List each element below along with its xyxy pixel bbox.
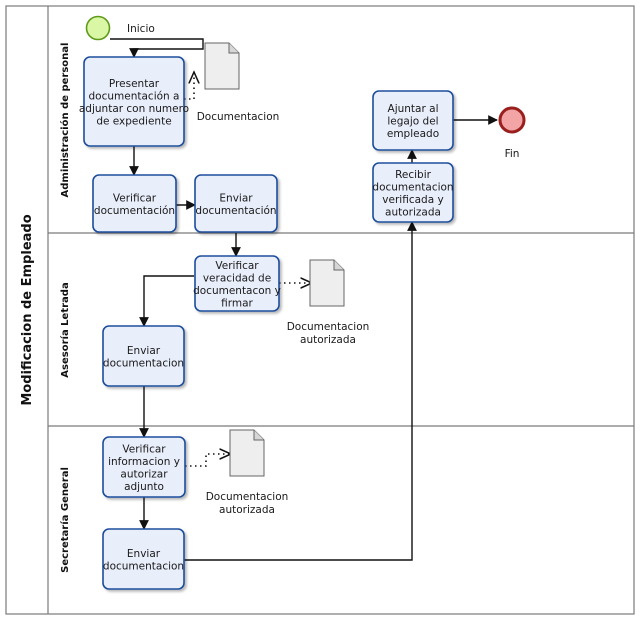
flow-veracidad-to-enviar2 — [139, 275, 194, 327]
data-object-doc1[interactable]: Documentacion — [197, 42, 280, 123]
task-box[interactable] — [194, 174, 278, 233]
task-label-line: documentación a — [89, 90, 180, 102]
task-label-line: informacion y — [108, 456, 180, 468]
task-label-line: Recibir — [395, 169, 432, 181]
data-objects: DocumentacionDocumentacionautorizadaDocu… — [197, 42, 370, 516]
flow-enviar3-to-recibir — [184, 221, 417, 561]
data-object-label-line: Documentacion — [287, 321, 370, 333]
task-label-line: documentación — [94, 205, 175, 217]
flow-start-to-presentar — [110, 38, 204, 58]
data-object-label-line: autorizada — [219, 504, 275, 516]
associations — [184, 72, 312, 467]
task-box[interactable] — [102, 325, 185, 387]
lane-label-secretaria: Secretaría General — [59, 467, 71, 573]
task-box[interactable] — [102, 528, 185, 590]
task-label-line: autorizar — [120, 468, 168, 480]
task-box[interactable] — [372, 162, 454, 223]
lane-label-asesoria: Asesoría Letrada — [59, 282, 71, 377]
task-box[interactable] — [194, 255, 280, 312]
document-fold — [333, 260, 344, 271]
task-label-line: Verificar — [215, 260, 259, 272]
task-label-line: legajo del — [387, 116, 438, 128]
task-label-line: documentacon y — [193, 285, 281, 297]
task-label-line: adjuntar con numero — [79, 103, 189, 115]
data-object-label-line: autorizada — [300, 334, 356, 346]
task-label-line: verificada y — [382, 194, 443, 206]
task-label-line: de expediente — [96, 115, 171, 127]
end-event-label: Fin — [505, 148, 520, 160]
task-label-line: autorizada — [385, 206, 441, 218]
task-label-line: documentacion — [103, 560, 184, 572]
data-object-label-line: Documentacion — [197, 111, 280, 123]
task-label-line: documentacion — [103, 357, 184, 369]
task-label-line: documentación — [195, 205, 276, 217]
end-event[interactable]: Fin — [498, 106, 526, 160]
task-label-line: Enviar — [127, 548, 161, 560]
sequence-flows — [110, 38, 498, 561]
start-event-circle[interactable] — [85, 15, 111, 41]
association-presentar-doc1 — [184, 72, 194, 100]
document-icon[interactable] — [229, 429, 265, 477]
task-label-line: documentacion — [372, 181, 453, 193]
task-label-line: Ajuntar al — [388, 103, 439, 115]
data-object-label-line: Documentacion — [206, 491, 289, 503]
task-label-line: adjunto — [124, 481, 164, 493]
pool-title: Modificacion de Empleado — [20, 214, 35, 405]
lanes: Administración de personal Asesoría Letr… — [48, 43, 634, 573]
task-label-line: Enviar — [219, 192, 253, 204]
association-verificarinfo-doc3 — [185, 454, 231, 467]
start-event-label: Inicio — [127, 23, 155, 35]
task-label-line: Verificar — [113, 192, 157, 204]
task-box[interactable] — [372, 90, 454, 151]
task-box[interactable] — [102, 436, 186, 498]
task-label-line: veracidad de — [203, 272, 271, 284]
task-label-line: empleado — [387, 128, 439, 140]
task-label-line: Presentar — [109, 78, 160, 90]
document-fold — [228, 43, 239, 54]
task-box[interactable] — [83, 56, 185, 147]
task-label-line: Verificar — [122, 443, 166, 455]
document-icon[interactable] — [309, 259, 345, 307]
task-label-line: firmar — [221, 297, 253, 309]
task-label-line: Enviar — [127, 345, 161, 357]
start-event[interactable]: Inicio — [85, 15, 155, 41]
document-fold — [253, 430, 264, 441]
end-event-circle[interactable] — [498, 106, 526, 134]
lane-label-admin: Administración de personal — [59, 43, 71, 198]
task-box[interactable] — [92, 174, 177, 233]
document-icon[interactable] — [204, 42, 240, 90]
